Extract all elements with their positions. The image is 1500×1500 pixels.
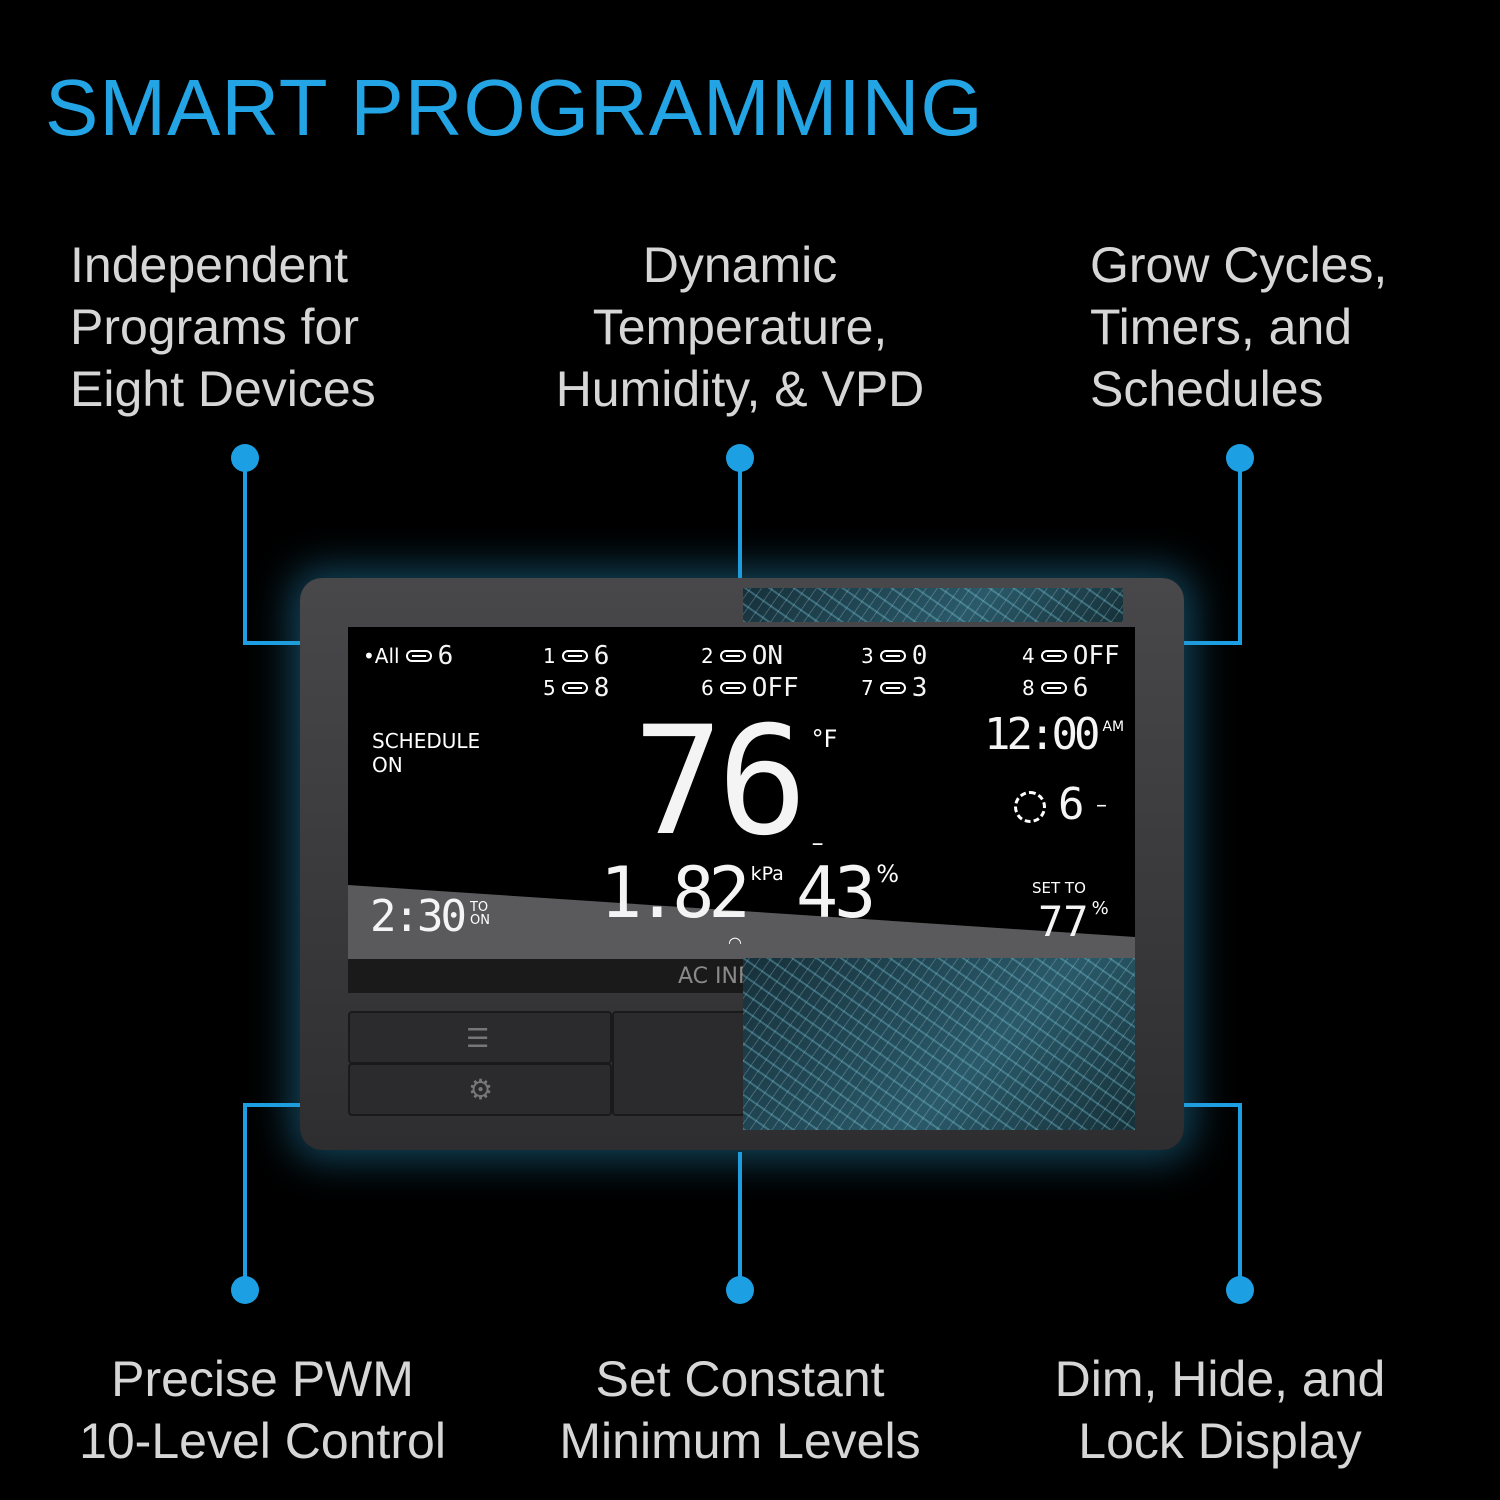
schedule-status: SCHEDULE ON — [372, 729, 481, 777]
port-all-label: All — [374, 644, 400, 668]
temperature-value: 76 — [633, 695, 808, 869]
menu-button[interactable]: ☰ — [348, 1011, 612, 1064]
plug-icon — [879, 682, 906, 694]
plug-icon — [719, 650, 746, 662]
clock-ampm: AM — [1102, 719, 1125, 735]
clock-time: 12:00 — [984, 709, 1100, 760]
humidity-unit: % — [876, 860, 900, 888]
set-to-group: 77 % — [1038, 899, 1109, 945]
timer-value: 2:30 — [370, 891, 467, 942]
feature-independent-programs: Independent Programs for Eight Devices — [70, 237, 376, 417]
plug-icon — [405, 650, 432, 662]
plug-icon — [719, 682, 746, 694]
power-toggle-button[interactable] — [612, 1011, 752, 1116]
cycle-icon — [1014, 791, 1046, 823]
port-all-value: 6 — [437, 641, 454, 671]
temperature-unit: °F — [811, 725, 838, 753]
temp-trend: – — [811, 829, 824, 857]
gear-icon: ⚙ — [468, 1074, 494, 1105]
plug-icon — [561, 650, 588, 662]
settings-button[interactable]: ⚙ — [348, 1063, 612, 1116]
menu-icon: ☰ — [466, 1023, 490, 1053]
circuit-board-image — [743, 588, 1123, 622]
clock-group: 12:00 AM — [984, 711, 1124, 759]
feature-lock-display: Dim, Hide, and Lock Display — [1054, 1351, 1386, 1469]
wifi-icon: ◠ — [728, 933, 742, 952]
vpd-group: 1.82 kPa — [600, 857, 784, 929]
plug-icon — [561, 682, 588, 694]
vpd-value: 1.82 — [600, 852, 751, 934]
vpd-unit: kPa — [750, 863, 784, 885]
feature-pwm-control: Precise PWM 10-Level Control — [79, 1351, 446, 1469]
set-to-value: 77 — [1038, 897, 1089, 946]
plug-icon — [1040, 650, 1067, 662]
feature-minimum-levels: Set Constant Minimum Levels — [559, 1351, 921, 1469]
set-to-unit: % — [1091, 898, 1109, 919]
temperature-group: 76 °F – — [633, 707, 837, 857]
set-to-label: SET TO — [1032, 879, 1086, 897]
plug-icon — [1040, 682, 1067, 694]
circuit-board-image — [743, 958, 1135, 1130]
humidity-group: 43 % — [796, 857, 899, 929]
level-trend: – — [1096, 793, 1107, 818]
level-value: 6 — [1058, 779, 1085, 830]
page-title: SMART PROGRAMMING — [45, 63, 984, 152]
timer-label: TO ON — [469, 900, 490, 928]
feature-grow-cycles: Grow Cycles, Timers, and Schedules — [1090, 237, 1388, 417]
timer-group: 2:30 TO ON — [370, 893, 490, 941]
feature-dynamic-climate: Dynamic Temperature, Humidity, & VPD — [555, 237, 925, 417]
brand-logo: AC INF — [678, 964, 751, 989]
humidity-value: 43 — [796, 852, 876, 934]
plug-icon — [879, 650, 906, 662]
